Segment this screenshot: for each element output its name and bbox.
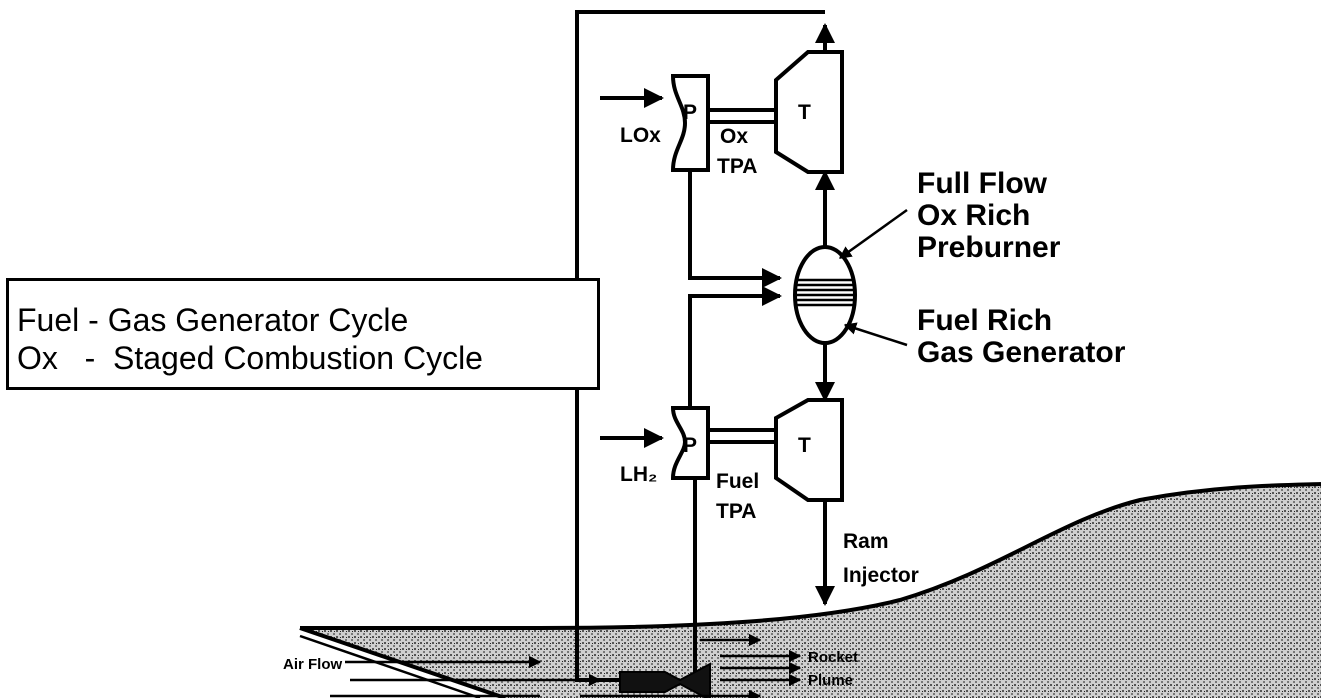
legend-fuel-line: Fuel - Gas Generator Cycle: [17, 302, 409, 338]
ox-turbopump: [670, 50, 844, 174]
rocket-plume-label-1: Rocket: [808, 649, 858, 666]
duct-top-wall: [300, 482, 1321, 630]
fuel-tpa-label-1: Fuel: [716, 470, 759, 493]
ox-pump: [670, 74, 710, 172]
lh2-label: LH₂: [620, 463, 657, 486]
gasgen-label-2: Gas Generator: [917, 336, 1126, 369]
fuel-turbopump: [670, 398, 844, 502]
ox-turbine-label: T: [798, 101, 811, 124]
lox-label: LOx: [620, 124, 661, 147]
ox-pump-label: P: [683, 101, 697, 124]
preburner-label-1: Full Flow: [917, 167, 1048, 200]
fuel-pump: [670, 406, 710, 480]
rocket-nozzle: [619, 662, 711, 698]
duct-lower-edge-2: [299, 634, 481, 698]
cycle-legend: Fuel - Gas Generator Cycle Ox - Staged C…: [6, 278, 600, 390]
rocket-assembly: [330, 633, 802, 698]
gasgen-label-1: Fuel Rich: [917, 304, 1052, 337]
ram-injector-label-1: Ram: [843, 530, 889, 553]
fuel-tpa-label-2: TPA: [716, 500, 756, 523]
ox-tpa-label-1: Ox: [720, 125, 748, 148]
ox-turbine: [774, 50, 844, 174]
fuel-turbine: [774, 398, 844, 502]
preburner-label-3: Preburner: [917, 231, 1061, 264]
preburner-label-2: Ox Rich: [917, 199, 1030, 232]
fuel-pump-label: P: [683, 434, 697, 457]
fuel-turbine-label: T: [798, 434, 811, 457]
legend-ox-line: Ox - Staged Combustion Cycle: [17, 340, 483, 376]
preburner-gasgen: [793, 208, 908, 347]
duct-shading: [300, 484, 1321, 698]
ram-injector-label-2: Injector: [843, 564, 919, 587]
rocket-plume-label-2: Plume: [808, 672, 853, 689]
air-flow-label: Air Flow: [283, 656, 342, 673]
ox-tpa-label-2: TPA: [717, 155, 757, 178]
